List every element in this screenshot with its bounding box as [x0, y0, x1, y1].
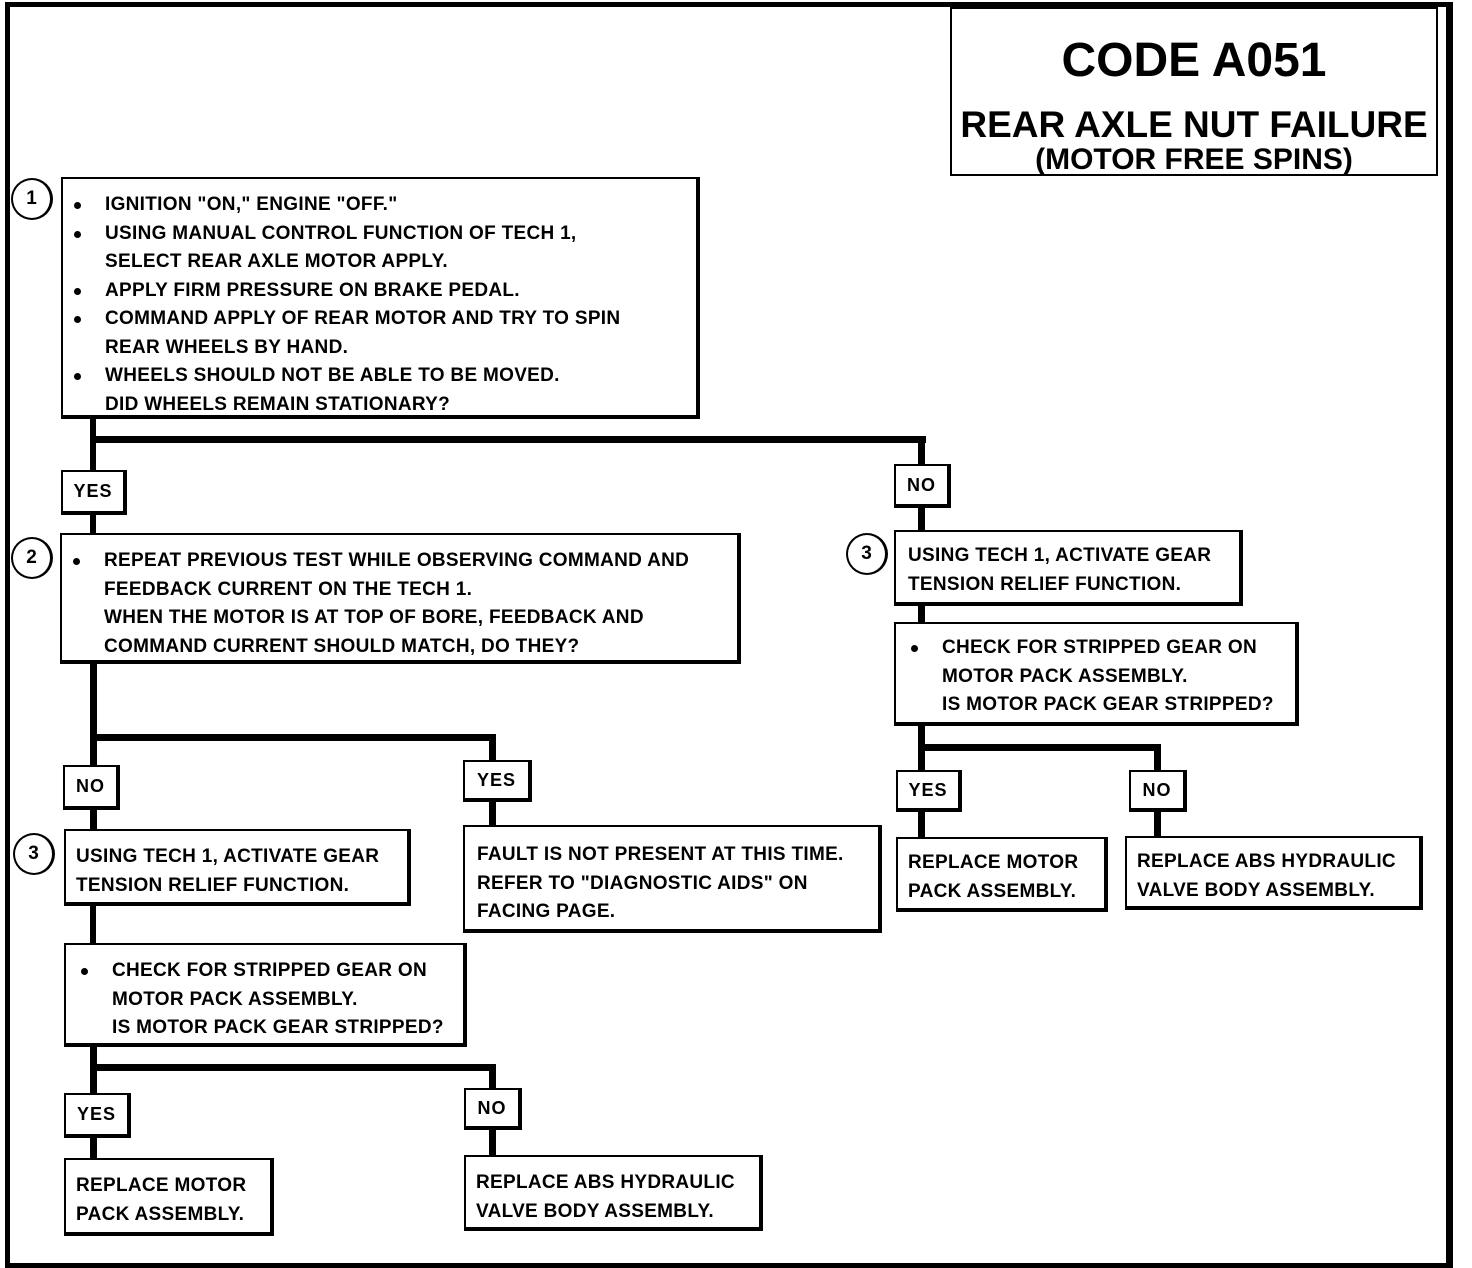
connector: [90, 903, 96, 946]
step-bullet: IGNITION "ON," ENGINE "OFF.": [63, 191, 686, 220]
step-bullet: COMMAND APPLY OF REAR MOTOR AND TRY TO S…: [63, 305, 686, 362]
step-1-box: IGNITION "ON," ENGINE "OFF." USING MANUA…: [61, 177, 700, 419]
no-label: NO: [1129, 770, 1187, 812]
yes-label: YES: [64, 1093, 131, 1138]
yes-label: YES: [463, 760, 532, 802]
diagnostic-code: CODE A051: [1061, 34, 1327, 87]
yes-label: YES: [61, 470, 127, 515]
connector: [918, 744, 1161, 751]
title-block: CODE A051 REAR AXLE NUT FAILURE (MOTOR F…: [950, 7, 1438, 176]
step-number-marker: 3: [846, 533, 888, 575]
step-number-marker: 3: [13, 833, 55, 875]
replace-motor-box: REPLACE MOTOR PACK ASSEMBLY.: [896, 837, 1108, 912]
replace-valve-box: REPLACE ABS HYDRAULIC VALVE BODY ASSEMBL…: [1125, 836, 1423, 910]
replace-valve-box: REPLACE ABS HYDRAULIC VALVE BODY ASSEMBL…: [464, 1155, 763, 1231]
step-bullet: CHECK FOR STRIPPED GEAR ON MOTOR PACK AS…: [70, 957, 455, 1043]
connector: [90, 734, 496, 741]
step-bullet: REPEAT PREVIOUS TEST WHILE OBSERVING COM…: [62, 547, 727, 661]
page-subtitle: (MOTOR FREE SPINS): [1035, 143, 1353, 176]
step-2-box: REPEAT PREVIOUS TEST WHILE OBSERVING COM…: [60, 533, 741, 664]
connector: [90, 436, 926, 443]
page-frame: [5, 2, 1453, 1268]
yes-label: YES: [896, 770, 962, 812]
step-bullet: APPLY FIRM PRESSURE ON BRAKE PEDAL.: [63, 277, 686, 306]
page-title: REAR AXLE NUT FAILURE: [960, 104, 1428, 145]
check-box: CHECK FOR STRIPPED GEAR ON MOTOR PACK AS…: [894, 622, 1299, 726]
no-label: NO: [894, 464, 951, 508]
connector: [90, 1064, 496, 1071]
replace-motor-box: REPLACE MOTOR PACK ASSEMBLY.: [64, 1158, 274, 1236]
connector: [918, 603, 925, 626]
check-box: CHECK FOR STRIPPED GEAR ON MOTOR PACK AS…: [64, 943, 467, 1047]
step-bullet: USING MANUAL CONTROL FUNCTION OF TECH 1,…: [63, 220, 686, 277]
step-number-marker: 2: [11, 537, 53, 579]
step-3-box: USING TECH 1, ACTIVATE GEAR TENSION RELI…: [894, 530, 1243, 606]
step-bullet: CHECK FOR STRIPPED GEAR ON MOTOR PACK AS…: [900, 634, 1287, 720]
no-label: NO: [464, 1088, 522, 1130]
step-bullet: WHEELS SHOULD NOT BE ABLE TO BE MOVED.DI…: [63, 362, 686, 419]
fault-not-present-box: FAULT IS NOT PRESENT AT THIS TIME. REFER…: [463, 825, 882, 933]
no-label: NO: [63, 765, 120, 810]
connector: [90, 661, 97, 831]
step-number-marker: 1: [11, 178, 53, 220]
step-3-box: USING TECH 1, ACTIVATE GEAR TENSION RELI…: [64, 829, 411, 906]
